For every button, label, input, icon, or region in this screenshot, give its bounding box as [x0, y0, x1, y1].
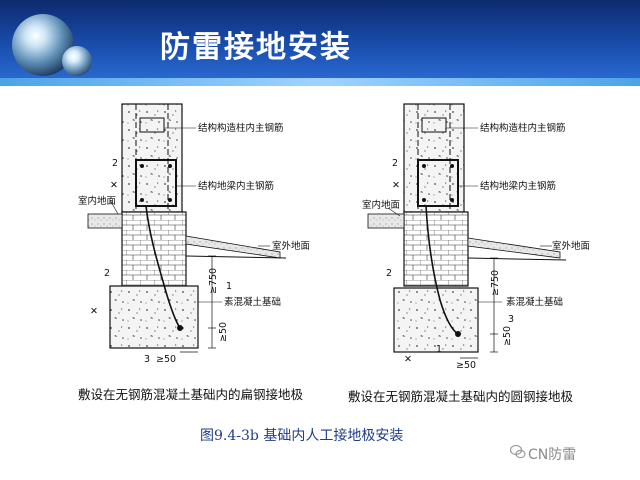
left-label-column-rebar: 结构构造柱内主钢筋 [198, 122, 284, 134]
right-column [403, 103, 465, 213]
right-num-2b: 2 [386, 268, 392, 279]
left-indoor-floor [87, 213, 123, 229]
right-brick-wall [403, 211, 469, 287]
page-title: 防雷接地安装 [160, 30, 352, 65]
right-num-2a: 2 [392, 158, 398, 169]
left-concrete-foundation [109, 285, 199, 349]
right-label-concrete-foundation: 素混凝土基础 [506, 296, 563, 308]
svg-text:✕: ✕ [404, 354, 412, 365]
left-outdoor-slope [185, 235, 281, 259]
left-label-concrete-foundation: 素混凝土基础 [224, 296, 281, 308]
left-num-2a: 2 [112, 158, 118, 169]
right-num-1: 1 [436, 344, 442, 355]
right-grounding-electrode [455, 331, 461, 337]
left-dim-750: ≥750 [208, 268, 219, 294]
svg-text:✕: ✕ [392, 180, 400, 191]
title-bar-accent [0, 78, 640, 86]
left-beam [135, 159, 177, 207]
right-indoor-floor [367, 213, 405, 229]
left-label-outdoor-floor: 室外地面 [272, 240, 310, 252]
title-bar [0, 0, 640, 86]
right-outdoor-slope [467, 237, 561, 259]
left-label-indoor-floor: 室内地面 [78, 195, 116, 207]
svg-text:✕: ✕ [90, 306, 98, 317]
left-grounding-electrode [177, 325, 183, 331]
left-diagram-caption: 敷设在无钢筋混凝土基础内的扁钢接地极 [78, 387, 304, 402]
right-dim-50-horizontal: ≥50 [456, 360, 476, 371]
left-grounding-diagram: ✕ ✕ 结构构造柱内主钢筋 结构地梁内主钢筋 室内地面 室外地面 素混凝土基础 … [78, 103, 310, 365]
wechat-icon [509, 444, 526, 460]
left-dim-50-vertical: ≥50 [218, 322, 229, 342]
left-grounding-conductor [145, 205, 181, 329]
right-label-column-rebar: 结构构造柱内主钢筋 [480, 122, 566, 134]
left-dim-50-horizontal: ≥50 [156, 354, 176, 365]
right-beam [417, 159, 459, 207]
right-dim-750: ≥750 [490, 270, 501, 296]
left-column [121, 103, 183, 213]
figure-caption: 图9.4-3b 基础内人工接地极安装 [200, 428, 404, 444]
right-grounding-conductor [425, 205, 459, 335]
right-label-outdoor-floor: 室外地面 [552, 240, 590, 252]
right-grounding-diagram: ✕ ✕ 结构构造柱内主钢筋 结构地梁内主钢筋 室内地面 室外地面 素混凝土基础 … [362, 103, 590, 371]
right-dim-50-vertical: ≥50 [502, 326, 513, 346]
small-sphere-logo-icon [62, 46, 92, 76]
right-num-3: 3 [508, 314, 514, 325]
right-diagram-caption: 敷设在无钢筋混凝土基础内的圆钢接地极 [348, 389, 574, 404]
right-label-beam-rebar: 结构地梁内主钢筋 [480, 180, 556, 192]
watermark-text: CN防雷 [528, 447, 577, 463]
svg-text:✕: ✕ [110, 180, 118, 191]
right-concrete-foundation [393, 287, 479, 353]
left-label-beam-rebar: 结构地梁内主钢筋 [198, 180, 274, 192]
left-num-2b: 2 [104, 268, 110, 279]
left-num-3: 3 [144, 354, 150, 365]
left-num-1: 1 [226, 281, 232, 292]
right-label-indoor-floor: 室内地面 [362, 199, 400, 211]
